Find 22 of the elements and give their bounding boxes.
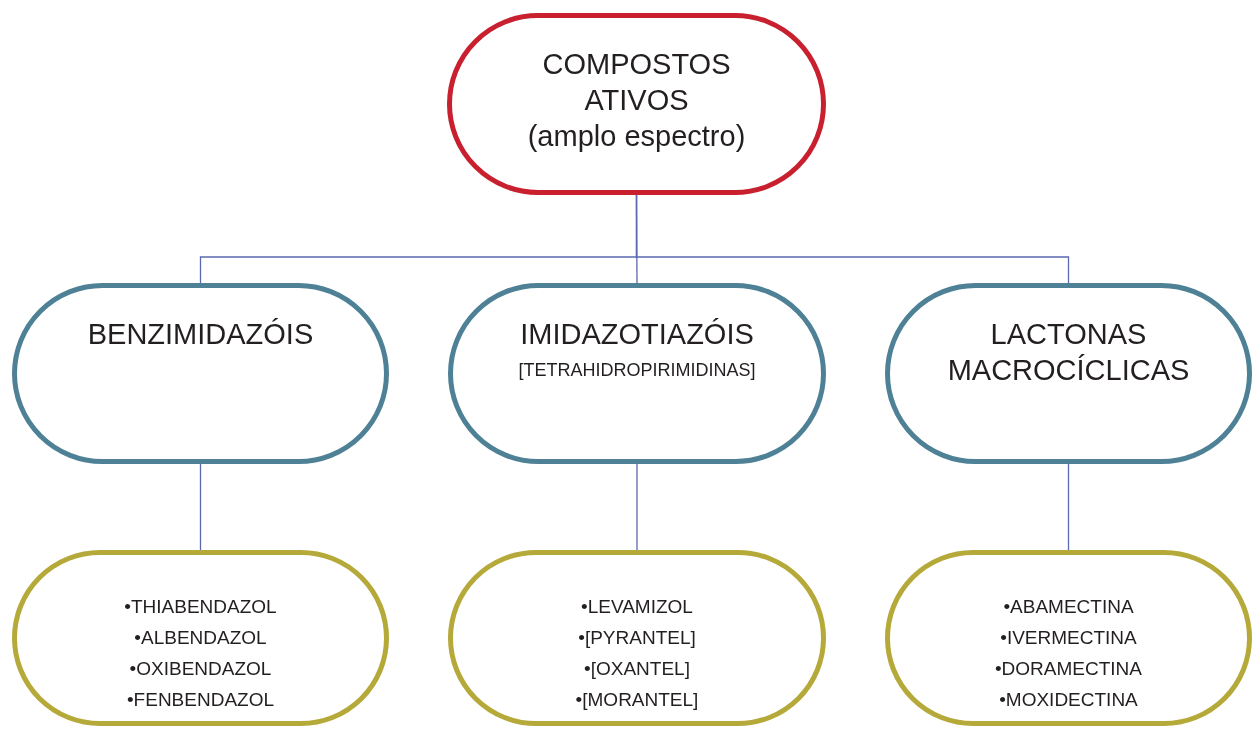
connector-line <box>199 463 202 551</box>
list-item: •[MORANTEL] <box>575 688 699 712</box>
connector-line <box>635 194 1070 284</box>
node-title: LACTONAS MACROCÍCLICAS <box>946 317 1191 388</box>
node-title: IMIDAZOTIAZÓIS <box>520 317 754 352</box>
list-item: •MOXIDECTINA <box>999 688 1138 712</box>
list-item: •ABAMECTINA <box>1003 595 1134 619</box>
list-item: •THIABENDAZOL <box>124 595 277 619</box>
node-subtitle: [TETRAHIDROPIRIMIDINAS] <box>518 359 756 382</box>
node-title: COMPOSTOS ATIVOS <box>541 47 732 118</box>
list-item: •[OXANTEL] <box>584 657 690 681</box>
connector-line <box>636 463 638 551</box>
list-item: •ALBENDAZOL <box>134 626 267 650</box>
list-item: •OXIBENDAZOL <box>129 657 272 681</box>
list-item: •IVERMECTINA <box>1000 626 1137 650</box>
list-item: •FENBENDAZOL <box>126 688 275 712</box>
list-item: •[PYRANTEL] <box>578 626 696 650</box>
node-title: BENZIMIDAZÓIS <box>87 317 314 352</box>
connector-line <box>1067 463 1070 551</box>
list-item: •DORAMECTINA <box>994 657 1142 681</box>
list-item: •LEVAMIZOL <box>581 595 693 619</box>
node-subtitle: (amplo espectro) <box>527 119 746 154</box>
